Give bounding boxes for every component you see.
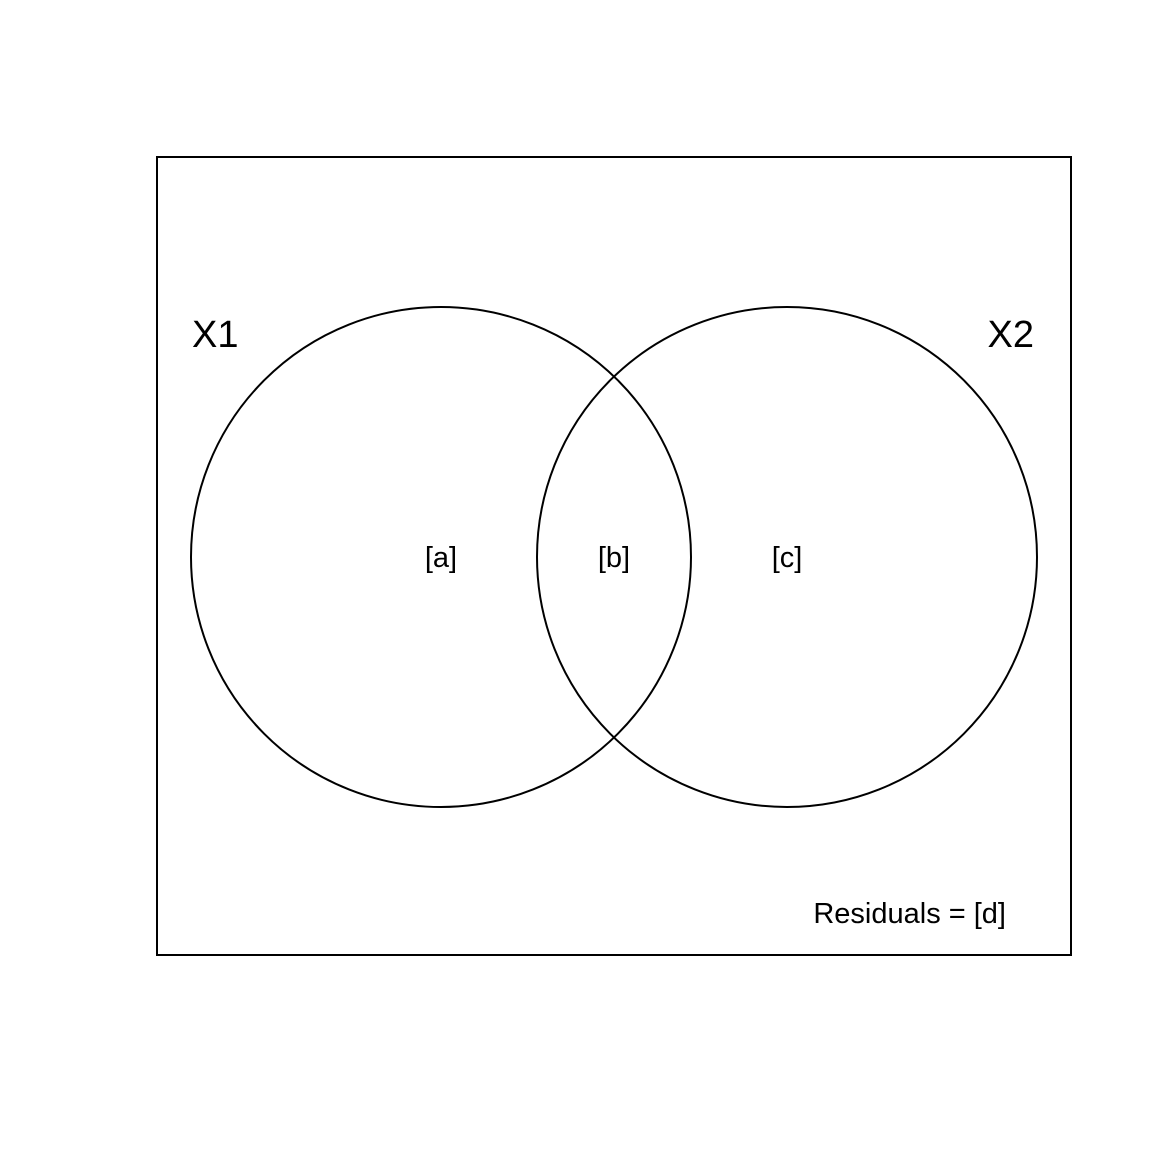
set-label-x2: X2 (988, 314, 1034, 356)
set-circle-x2 (536, 306, 1038, 808)
set-circle-x1 (190, 306, 692, 808)
region-label-b: [b] (598, 542, 630, 574)
residuals-label: Residuals = [d] (813, 898, 1006, 930)
region-label-a: [a] (425, 542, 457, 574)
region-label-c: [c] (772, 542, 803, 574)
set-label-x1: X1 (192, 314, 238, 356)
plot-frame (156, 156, 1072, 956)
